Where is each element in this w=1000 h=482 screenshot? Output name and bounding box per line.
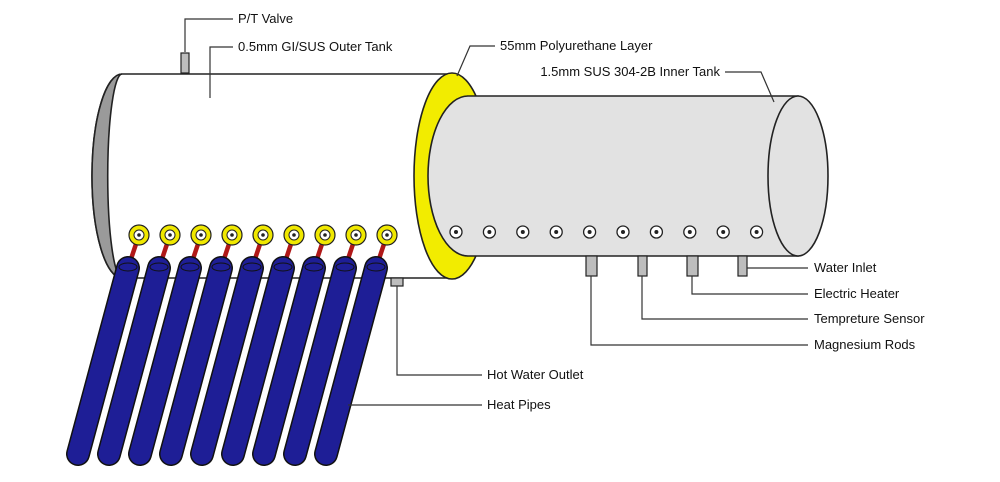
vacuum-tube	[222, 257, 294, 465]
label-heat-pipes: Heat Pipes	[487, 397, 551, 412]
inner-tank-port-center	[487, 230, 492, 234]
inner-tank-port-center	[721, 230, 726, 234]
collector-port-center	[354, 233, 358, 237]
collector-port-center	[230, 233, 234, 237]
vacuum-tube	[284, 257, 356, 465]
vacuum-tube-top	[118, 262, 138, 272]
collector-port-center	[323, 233, 327, 237]
leader-lines	[184, 18, 808, 406]
hot-water-outlet-fitting	[390, 277, 404, 287]
label-pu-layer: 55mm Polyurethane Layer	[500, 38, 653, 53]
vacuum-tube-top	[149, 262, 169, 272]
vacuum-tube-top	[304, 262, 324, 272]
leader-outer-tank	[209, 46, 233, 98]
temperature-sensor-fitting	[637, 255, 648, 277]
leader-electric-heater	[691, 276, 808, 295]
vacuum-tube	[315, 257, 387, 465]
inner-tank-port-center	[554, 230, 559, 234]
leader-hot-water-outlet	[396, 286, 482, 376]
vacuum-tube-top	[273, 262, 293, 272]
collector-port-center	[261, 233, 265, 237]
inner-tank-port-center	[587, 230, 592, 234]
vacuum-tube	[129, 257, 201, 465]
label-inner-tank: 1.5mm SUS 304-2B Inner Tank	[540, 64, 720, 79]
leader-inner-tank	[725, 71, 775, 103]
outer-tank-body	[91, 73, 453, 279]
vacuum-tube	[67, 257, 139, 465]
inner-tank	[427, 95, 829, 257]
label-pt-valve: P/T Valve	[238, 11, 293, 26]
inner-tank-port-center	[754, 230, 759, 234]
water-inlet-fitting	[737, 255, 748, 277]
magnesium-rod-fitting	[585, 255, 598, 277]
inner-tank-port-center	[654, 230, 659, 234]
inner-tank-body	[427, 95, 799, 257]
label-temperature-sensor: Tempreture Sensor	[814, 311, 925, 326]
vacuum-tube-array	[66, 224, 398, 466]
leader-pu-layer	[456, 45, 495, 77]
vacuum-tube-top	[335, 262, 355, 272]
inner-tank-end	[767, 95, 829, 257]
vacuum-tube	[253, 257, 325, 465]
leader-temperature-sensor	[641, 276, 808, 320]
inner-tank-port-center	[520, 230, 525, 234]
label-outer-tank: 0.5mm GI/SUS Outer Tank	[238, 39, 393, 54]
outer-tank	[91, 73, 453, 279]
vacuum-tube-top	[211, 262, 231, 272]
leader-pt-valve	[184, 18, 233, 52]
pt-valve-fitting	[180, 52, 190, 74]
vacuum-tube	[160, 257, 232, 465]
label-hot-water-outlet: Hot Water Outlet	[487, 367, 584, 382]
inner-tank-port-center	[621, 230, 625, 234]
vacuum-tube-top	[180, 262, 200, 272]
vacuum-tube-top	[242, 262, 262, 272]
inner-tank-port-center	[687, 230, 692, 234]
inner-tank-ports	[449, 225, 764, 239]
collector-port-center	[292, 233, 296, 237]
collector-port-center	[137, 233, 141, 237]
electric-heater-fitting	[686, 255, 699, 277]
collector-port-center	[168, 233, 172, 237]
labels: P/T Valve 0.5mm GI/SUS Outer Tank 55mm P…	[238, 11, 925, 412]
inner-tank-port-center	[454, 230, 458, 234]
vacuum-tube	[191, 257, 263, 465]
leader-magnesium-rods	[590, 276, 808, 346]
label-water-inlet: Water Inlet	[814, 260, 877, 275]
label-magnesium-rods: Magnesium Rods	[814, 337, 916, 352]
collector-port-center	[199, 233, 203, 237]
collector-port-center	[385, 233, 389, 237]
vacuum-tube-top	[366, 262, 386, 272]
vacuum-tube	[98, 257, 170, 465]
label-electric-heater: Electric Heater	[814, 286, 900, 301]
